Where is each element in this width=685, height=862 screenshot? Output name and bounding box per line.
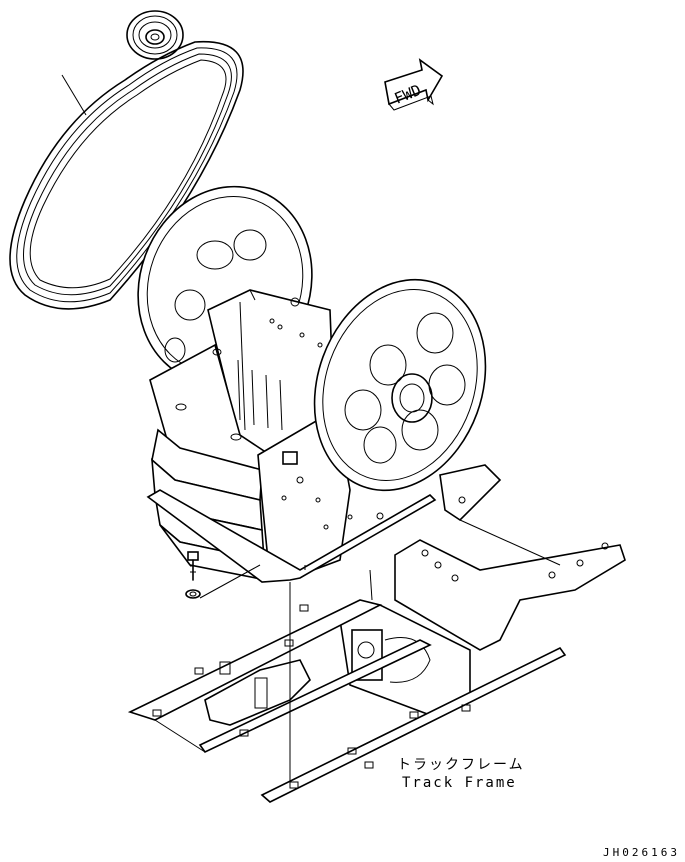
motor-pulley — [126, 10, 184, 60]
track-frame-label-english: Track Frame — [402, 775, 517, 791]
mounting-bolt — [187, 551, 199, 581]
track-frame — [127, 464, 626, 803]
washer — [185, 564, 261, 599]
jaw-crusher — [146, 289, 437, 583]
front-flywheel — [313, 278, 487, 492]
track-frame-label-japanese: トラックフレーム — [397, 757, 525, 773]
fwd-arrow-icon: FWD — [384, 58, 444, 111]
drawing-code: JH026163 — [603, 846, 680, 859]
leader-line-belt — [61, 74, 87, 116]
v-belt — [9, 40, 244, 310]
